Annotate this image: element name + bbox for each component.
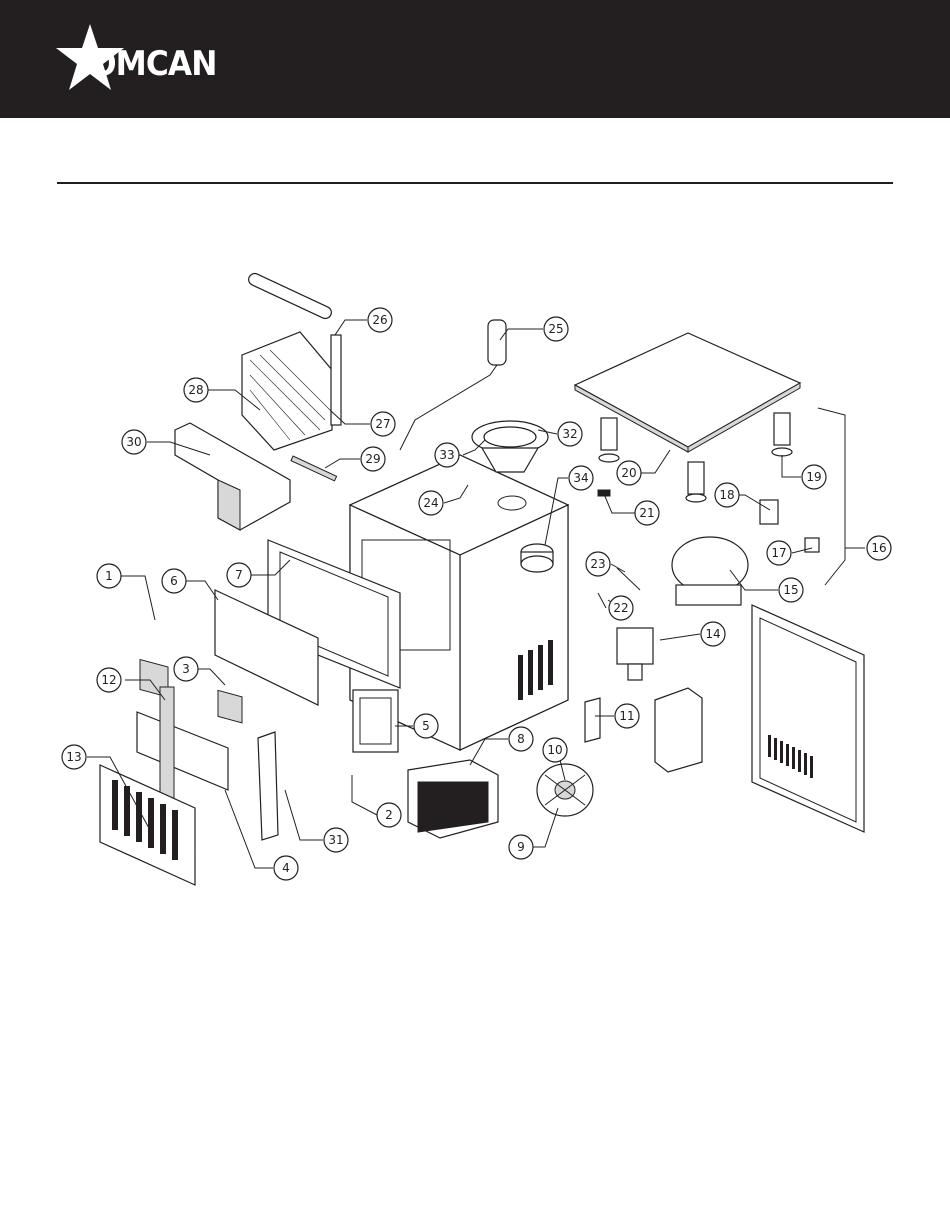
svg-text:31: 31: [328, 833, 343, 847]
callout-3: 3: [174, 657, 198, 681]
callout-11: 11: [615, 704, 639, 728]
svg-text:23: 23: [590, 557, 605, 571]
svg-text:26: 26: [372, 313, 387, 327]
svg-text:16: 16: [871, 541, 886, 555]
evaporator: [242, 272, 341, 450]
top-plate: [575, 333, 800, 502]
callout-31: 31: [324, 828, 348, 852]
callout-5: 5: [414, 714, 438, 738]
callout-34: 34: [569, 466, 593, 490]
callout-10: 10: [543, 738, 567, 762]
callout-8: 8: [509, 727, 533, 751]
svg-text:29: 29: [365, 452, 380, 466]
svg-text:27: 27: [375, 417, 390, 431]
svg-text:11: 11: [619, 709, 634, 723]
callout-14: 14: [701, 622, 725, 646]
callout-17: 17: [767, 541, 791, 565]
svg-text:33: 33: [439, 448, 454, 462]
svg-text:3: 3: [182, 662, 190, 676]
callout-13: 13: [62, 745, 86, 769]
svg-text:1: 1: [105, 569, 113, 583]
svg-text:6: 6: [170, 574, 178, 588]
svg-text:24: 24: [423, 496, 438, 510]
callout-16: 16: [867, 536, 891, 560]
svg-text:20: 20: [621, 466, 636, 480]
callout-33: 33: [435, 443, 459, 467]
svg-text:15: 15: [783, 583, 798, 597]
callout-27: 27: [371, 412, 395, 436]
svg-text:19: 19: [806, 470, 821, 484]
callout-24: 24: [419, 491, 443, 515]
svg-text:5: 5: [422, 719, 430, 733]
svg-text:32: 32: [562, 427, 577, 441]
svg-text:28: 28: [188, 383, 203, 397]
callout-30: 30: [122, 430, 146, 454]
svg-text:25: 25: [548, 322, 563, 336]
svg-text:14: 14: [705, 627, 720, 641]
callout-20: 20: [617, 461, 641, 485]
svg-text:4: 4: [282, 861, 290, 875]
callout-25: 25: [544, 317, 568, 341]
svg-text:21: 21: [639, 506, 654, 520]
callout-1: 1: [97, 564, 121, 588]
callout-6: 6: [162, 569, 186, 593]
svg-text:7: 7: [235, 568, 243, 582]
callout-7: 7: [227, 563, 251, 587]
svg-text:30: 30: [126, 435, 141, 449]
callout-12: 12: [97, 668, 121, 692]
svg-text:10: 10: [547, 743, 562, 757]
svg-text:13: 13: [66, 750, 81, 764]
callout-32: 32: [558, 422, 582, 446]
callout-29: 29: [361, 447, 385, 471]
callout-15: 15: [779, 578, 803, 602]
svg-text:9: 9: [517, 840, 525, 854]
callout-21: 21: [635, 501, 659, 525]
svg-text:2: 2: [385, 808, 393, 822]
svg-text:8: 8: [517, 732, 525, 746]
svg-text:17: 17: [771, 546, 786, 560]
callout-26: 26: [368, 308, 392, 332]
callout-19: 19: [802, 465, 826, 489]
callout-9: 9: [509, 835, 533, 859]
callout-28: 28: [184, 378, 208, 402]
svg-text:34: 34: [573, 471, 588, 485]
svg-text:22: 22: [613, 601, 628, 615]
callout-2: 2: [377, 803, 401, 827]
svg-text:12: 12: [101, 673, 116, 687]
svg-text:18: 18: [719, 488, 734, 502]
callout-18: 18: [715, 483, 739, 507]
callout-22: 22: [609, 596, 633, 620]
callout-4: 4: [274, 856, 298, 880]
callout-23: 23: [586, 552, 610, 576]
